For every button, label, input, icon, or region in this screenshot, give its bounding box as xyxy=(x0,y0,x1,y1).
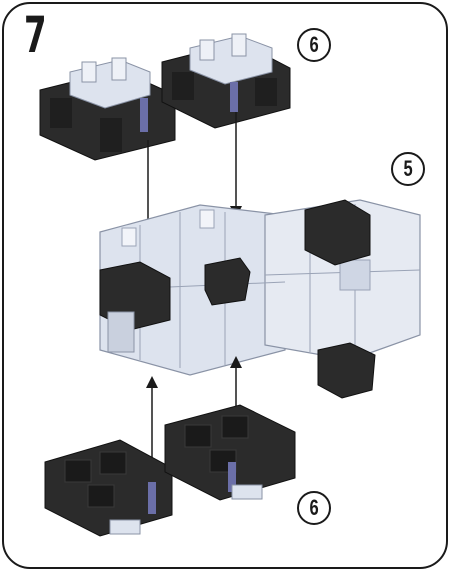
callout-label: 6 xyxy=(309,495,319,520)
block-top-left xyxy=(39,57,176,161)
callout-label: 5 xyxy=(403,156,413,181)
block-bottom-right xyxy=(164,404,296,501)
block-top-right xyxy=(161,33,291,129)
callout-part-5: 5 xyxy=(391,152,425,186)
step-number: 7 xyxy=(24,6,47,64)
main-assembly xyxy=(99,199,421,399)
instruction-frame xyxy=(2,2,448,569)
callout-part-6-bottom: 6 xyxy=(297,491,331,525)
block-bottom-left xyxy=(44,439,173,537)
callout-label: 6 xyxy=(309,32,319,57)
callout-part-6-top: 6 xyxy=(297,28,331,62)
